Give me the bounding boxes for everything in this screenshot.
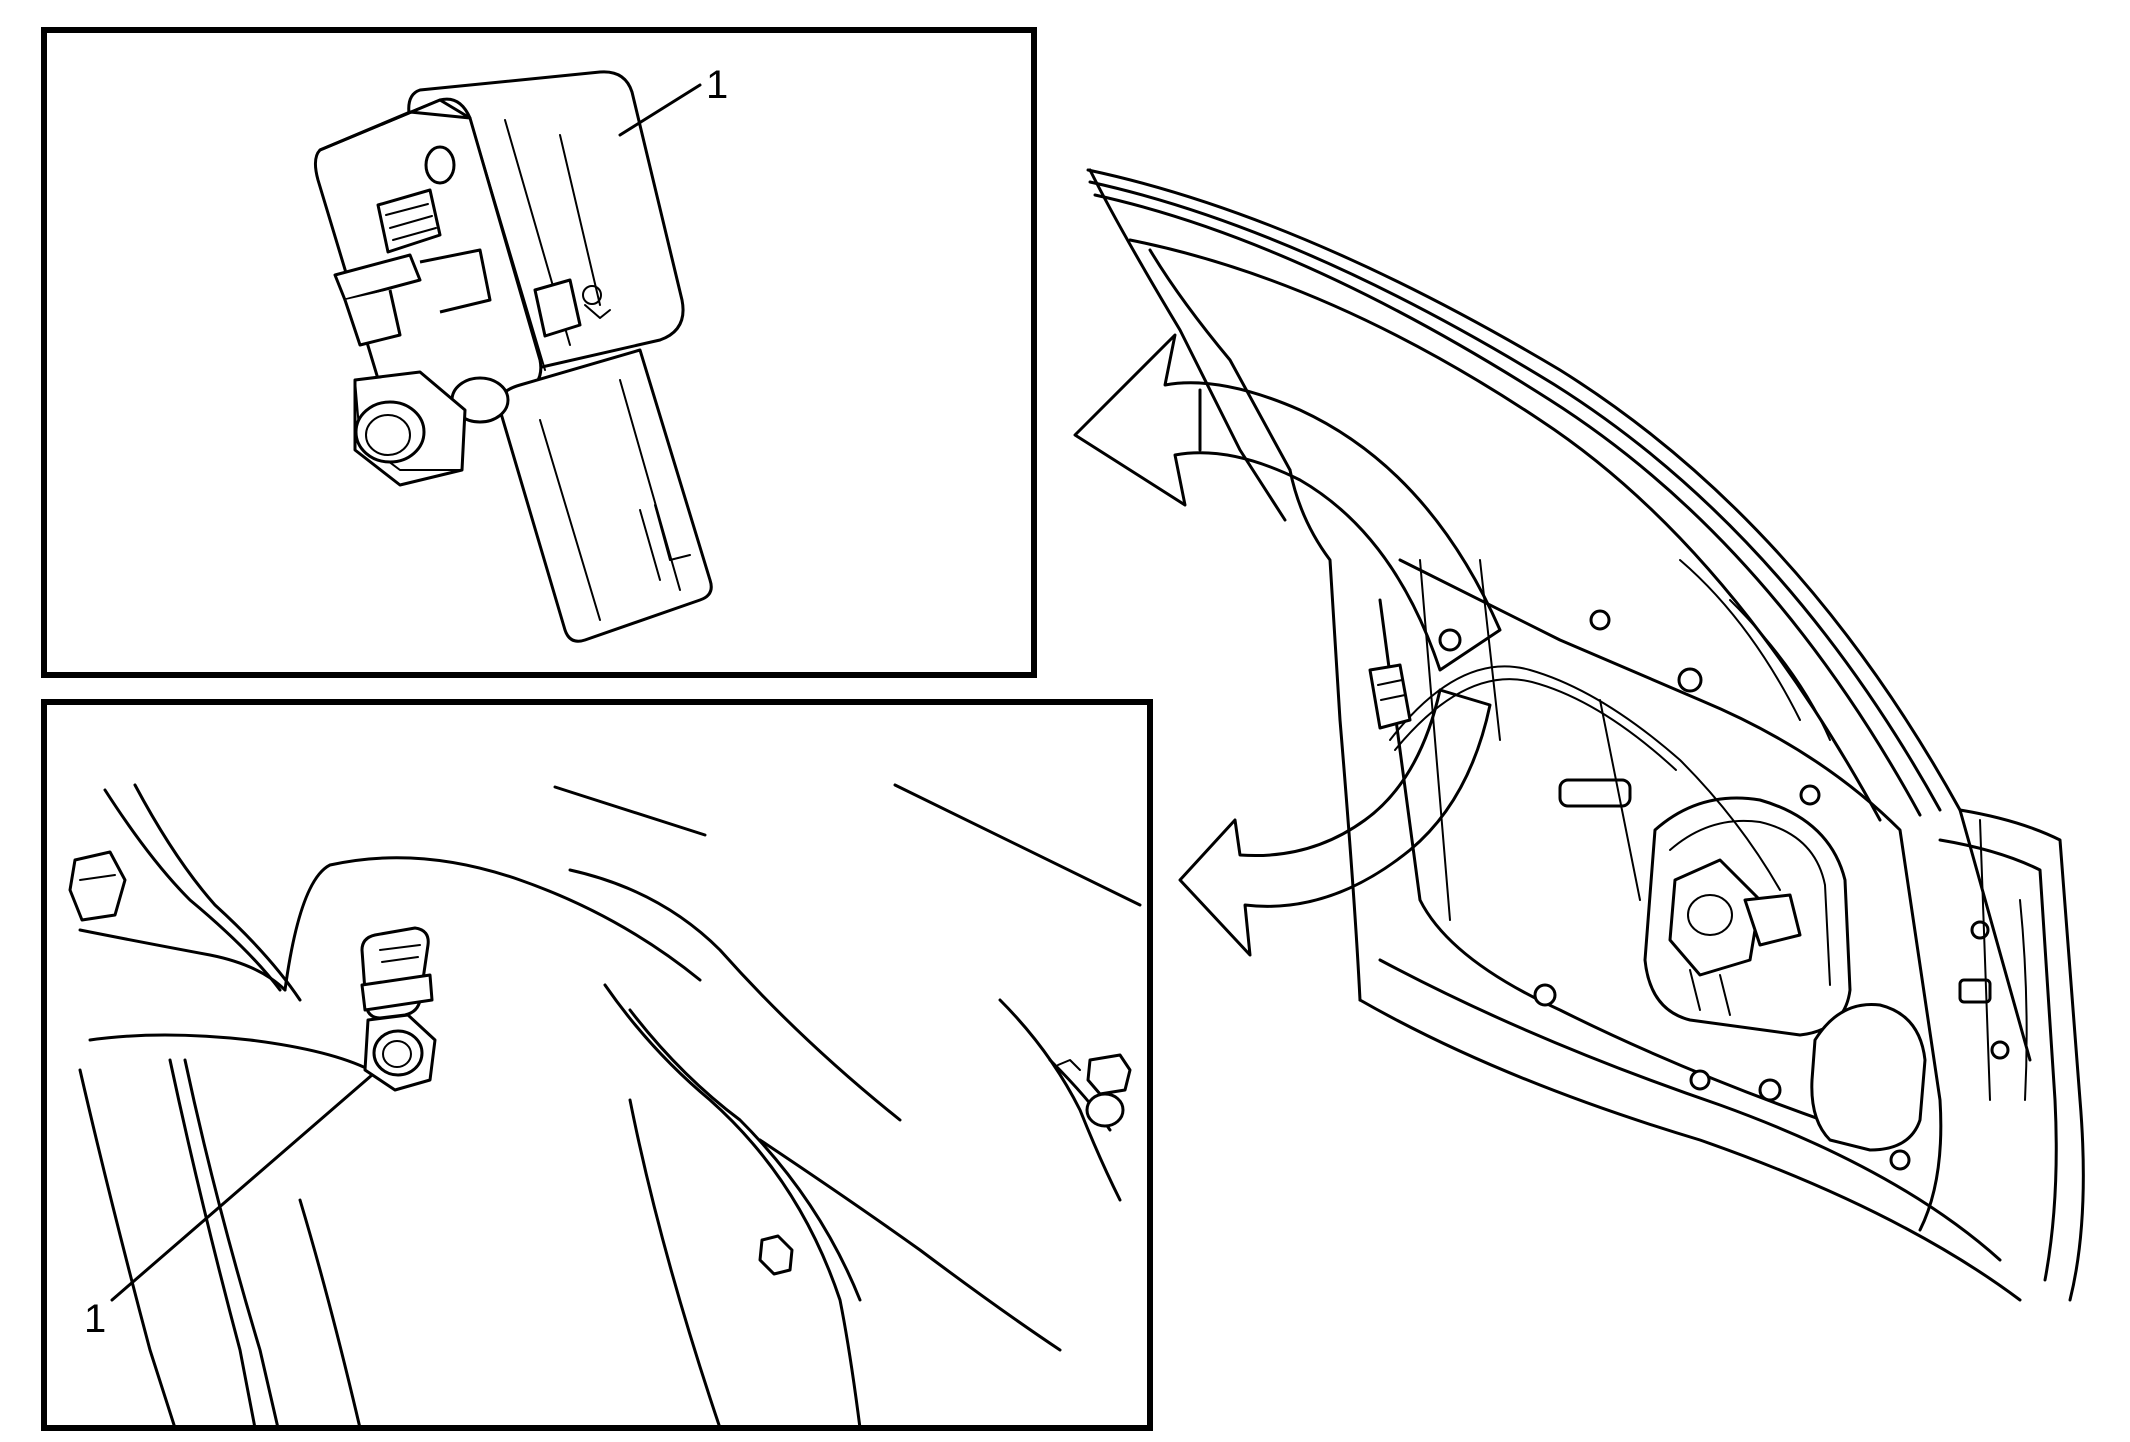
- curved-arrow-icon: [1073, 333, 1502, 672]
- hex-nut-icon: [353, 370, 467, 487]
- top-inset: 1: [41, 27, 1037, 678]
- top-callout-leader: [618, 83, 702, 137]
- sensor-icon: [360, 926, 437, 1092]
- top-callout-label: 1: [706, 63, 728, 107]
- door-interior-linework: [68, 783, 1142, 1430]
- sensor-icon: [313, 70, 713, 643]
- curved-arrow-icon: [1178, 688, 1492, 957]
- hex-nut-icon: [68, 850, 127, 922]
- window-motor-icon: [1668, 858, 1802, 1016]
- hex-nut-icon: [363, 1013, 437, 1092]
- bottom-callout-leader: [110, 1073, 374, 1302]
- bottom-callout-label: 1: [84, 1297, 106, 1341]
- hex-nut-icon: [1057, 1053, 1132, 1128]
- bottom-inset: 1: [41, 699, 1153, 1431]
- door-panel-icon: [1086, 168, 2085, 1302]
- bottom-inset-frame: [41, 699, 1153, 1431]
